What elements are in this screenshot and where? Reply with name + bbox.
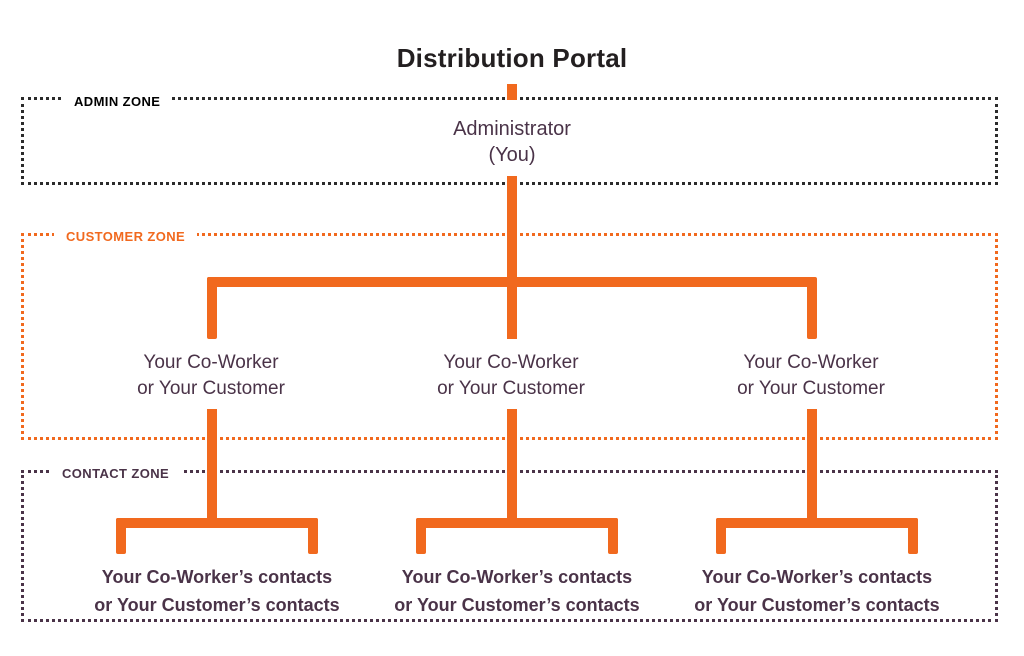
node-contacts-right-line1: Your Co-Worker’s contacts (701, 567, 933, 587)
page-title: Distribution Portal (396, 43, 628, 73)
node-coworker-center: Your Co-Worker or Your Customer (361, 350, 661, 402)
connector-stem-left (207, 409, 217, 521)
node-contacts-center: Your Co-Worker’s contacts or Your Custom… (357, 563, 677, 619)
node-coworker-left-line2: or Your Customer (137, 378, 285, 399)
connector-mid-drop-right (807, 277, 817, 339)
connector-bottom-bar-right (716, 518, 918, 528)
node-contacts-left-line1: Your Co-Worker’s contacts (101, 567, 333, 587)
node-coworker-left: Your Co-Worker or Your Customer (61, 350, 361, 402)
node-contacts-left: Your Co-Worker’s contacts or Your Custom… (57, 563, 377, 619)
node-coworker-right: Your Co-Worker or Your Customer (661, 350, 961, 402)
connector-bottom-bar-center (416, 518, 618, 528)
connector-top-stub (507, 84, 517, 100)
node-administrator: Administrator (You) (392, 116, 632, 168)
connector-leg-center-1 (416, 518, 426, 554)
node-administrator-line1: Administrator (453, 118, 571, 140)
node-contacts-center-line2: or Your Customer’s contacts (394, 595, 640, 615)
node-coworker-right-line1: Your Co-Worker (743, 352, 879, 373)
connector-leg-right-2 (908, 518, 918, 554)
zone-label-customer: CUSTOMER ZONE (54, 229, 198, 245)
connector-mid-drop-center (507, 277, 517, 339)
connector-leg-right-1 (716, 518, 726, 554)
node-contacts-right: Your Co-Worker’s contacts or Your Custom… (657, 563, 977, 619)
node-contacts-right-line2: or Your Customer’s contacts (694, 595, 940, 615)
node-coworker-center-line1: Your Co-Worker (443, 352, 579, 373)
node-administrator-line2: (You) (488, 144, 536, 166)
node-coworker-center-line2: or Your Customer (437, 378, 585, 399)
connector-mid-drop-left (207, 277, 217, 339)
node-coworker-right-line2: or Your Customer (737, 378, 885, 399)
connector-stem-right (807, 409, 817, 521)
node-contacts-center-line1: Your Co-Worker’s contacts (401, 567, 633, 587)
connector-admin-down (507, 176, 517, 282)
node-contacts-left-line2: or Your Customer’s contacts (94, 595, 340, 615)
zone-label-contact: CONTACT ZONE (50, 466, 182, 482)
connector-bottom-bar-left (116, 518, 318, 528)
connector-leg-center-2 (608, 518, 618, 554)
zone-label-admin: ADMIN ZONE (62, 94, 173, 110)
connector-leg-left-2 (308, 518, 318, 554)
connector-leg-left-1 (116, 518, 126, 554)
connector-stem-center (507, 409, 517, 521)
node-coworker-left-line1: Your Co-Worker (143, 352, 279, 373)
